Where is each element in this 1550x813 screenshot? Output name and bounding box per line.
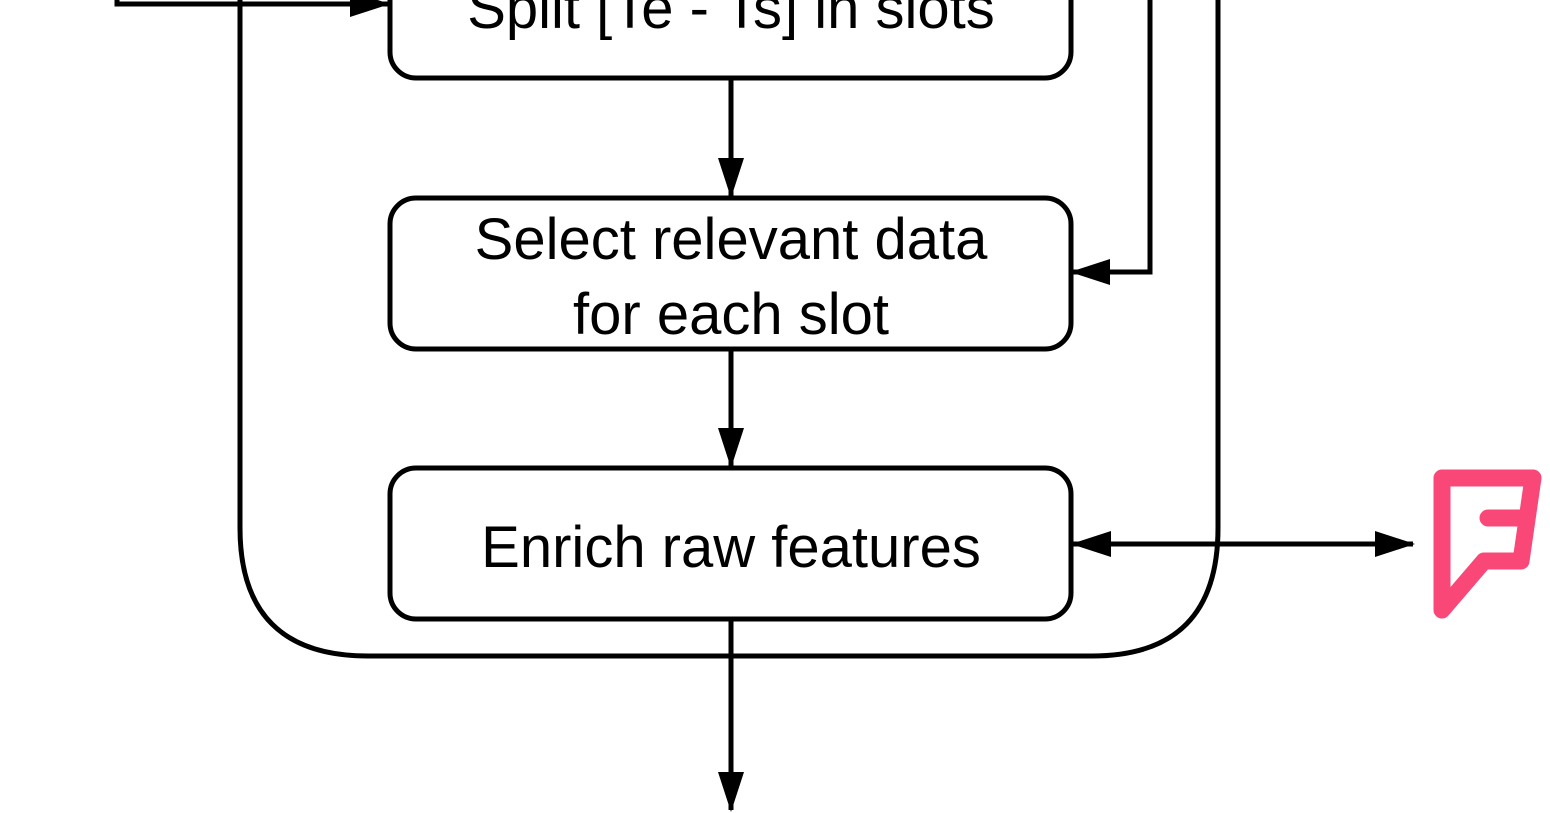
split-slots-box — [387, 0, 1074, 81]
foursquare-logo-icon — [1433, 469, 1542, 619]
select-data-box — [387, 195, 1074, 352]
input-arrow — [114, 0, 390, 17]
select-data-label-line-1: Select relevant data — [475, 207, 988, 272]
select-data-label-line-2b: for each slot — [573, 282, 889, 347]
split-slots-label: Split [Te - Ts] in slots — [467, 0, 995, 41]
side-feed-arrow — [1070, 0, 1153, 285]
enrich-features-label: Enrich raw features — [481, 515, 981, 580]
